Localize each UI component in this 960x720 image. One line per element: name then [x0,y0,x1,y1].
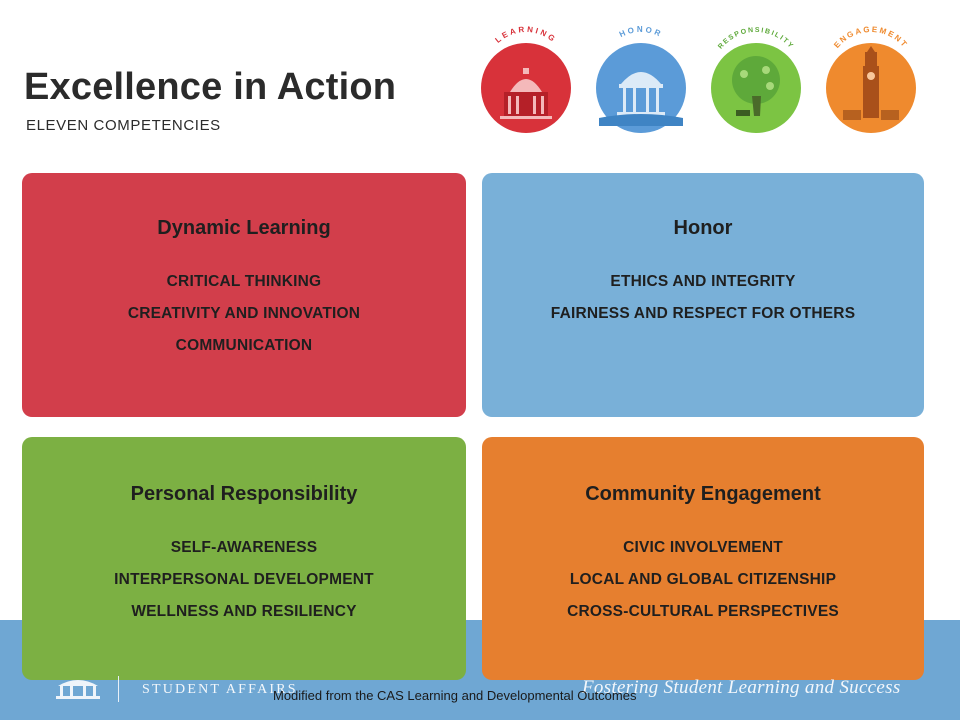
bell-tower-icon: ENGAGEMENT [821,26,921,136]
building-dome-icon: LEARNING [476,26,576,136]
university-logo-icon [54,676,102,700]
page-subtitle: ELEVEN COMPETENCIES [26,117,221,134]
community-engagement-card: Community Engagement CIVIC INVOLVEMENT L… [482,437,924,680]
honor-card: Honor ETHICS AND INTEGRITY FAIRNESS AND … [482,173,924,417]
engagement-badge: ENGAGEMENT [821,26,921,136]
personal-responsibility-card: Personal Responsibility SELF-AWARENESS I… [22,437,466,680]
competency-item: CRITICAL THINKING [22,266,466,298]
honor-badge-label: HONOR [618,26,664,39]
source-note: Modified from the CAS Learning and Devel… [273,688,636,703]
page-title: Excellence in Action [24,66,396,109]
learning-badge: LEARNING [476,26,576,136]
competency-item: COMMUNICATION [22,330,466,362]
svg-text:HONOR: HONOR [618,26,664,39]
competency-item: WELLNESS AND RESILIENCY [22,596,466,628]
card-title: Honor [482,217,924,240]
well-gazebo-icon: HONOR [591,26,691,136]
competency-item: CIVIC INVOLVEMENT [482,532,924,564]
competency-item: FAIRNESS AND RESPECT FOR OTHERS [482,298,924,330]
card-title: Personal Responsibility [22,483,466,506]
responsibility-badge: RESPONSIBILITY [706,26,806,136]
card-title: Community Engagement [482,483,924,506]
tree-icon: RESPONSIBILITY [706,26,806,136]
competency-item: INTERPERSONAL DEVELOPMENT [22,564,466,596]
dynamic-learning-card: Dynamic Learning CRITICAL THINKING CREAT… [22,173,466,417]
competency-item: SELF-AWARENESS [22,532,466,564]
competency-item: CREATIVITY AND INNOVATION [22,298,466,330]
card-title: Dynamic Learning [22,217,466,240]
learning-badge-label: LEARNING [494,26,559,45]
competency-item: CROSS-CULTURAL PERSPECTIVES [482,596,924,628]
footer-divider [118,676,119,702]
honor-badge: HONOR [591,26,691,136]
svg-text:LEARNING: LEARNING [494,26,559,45]
competency-item: LOCAL AND GLOBAL CITIZENSHIP [482,564,924,596]
competency-item: ETHICS AND INTEGRITY [482,266,924,298]
